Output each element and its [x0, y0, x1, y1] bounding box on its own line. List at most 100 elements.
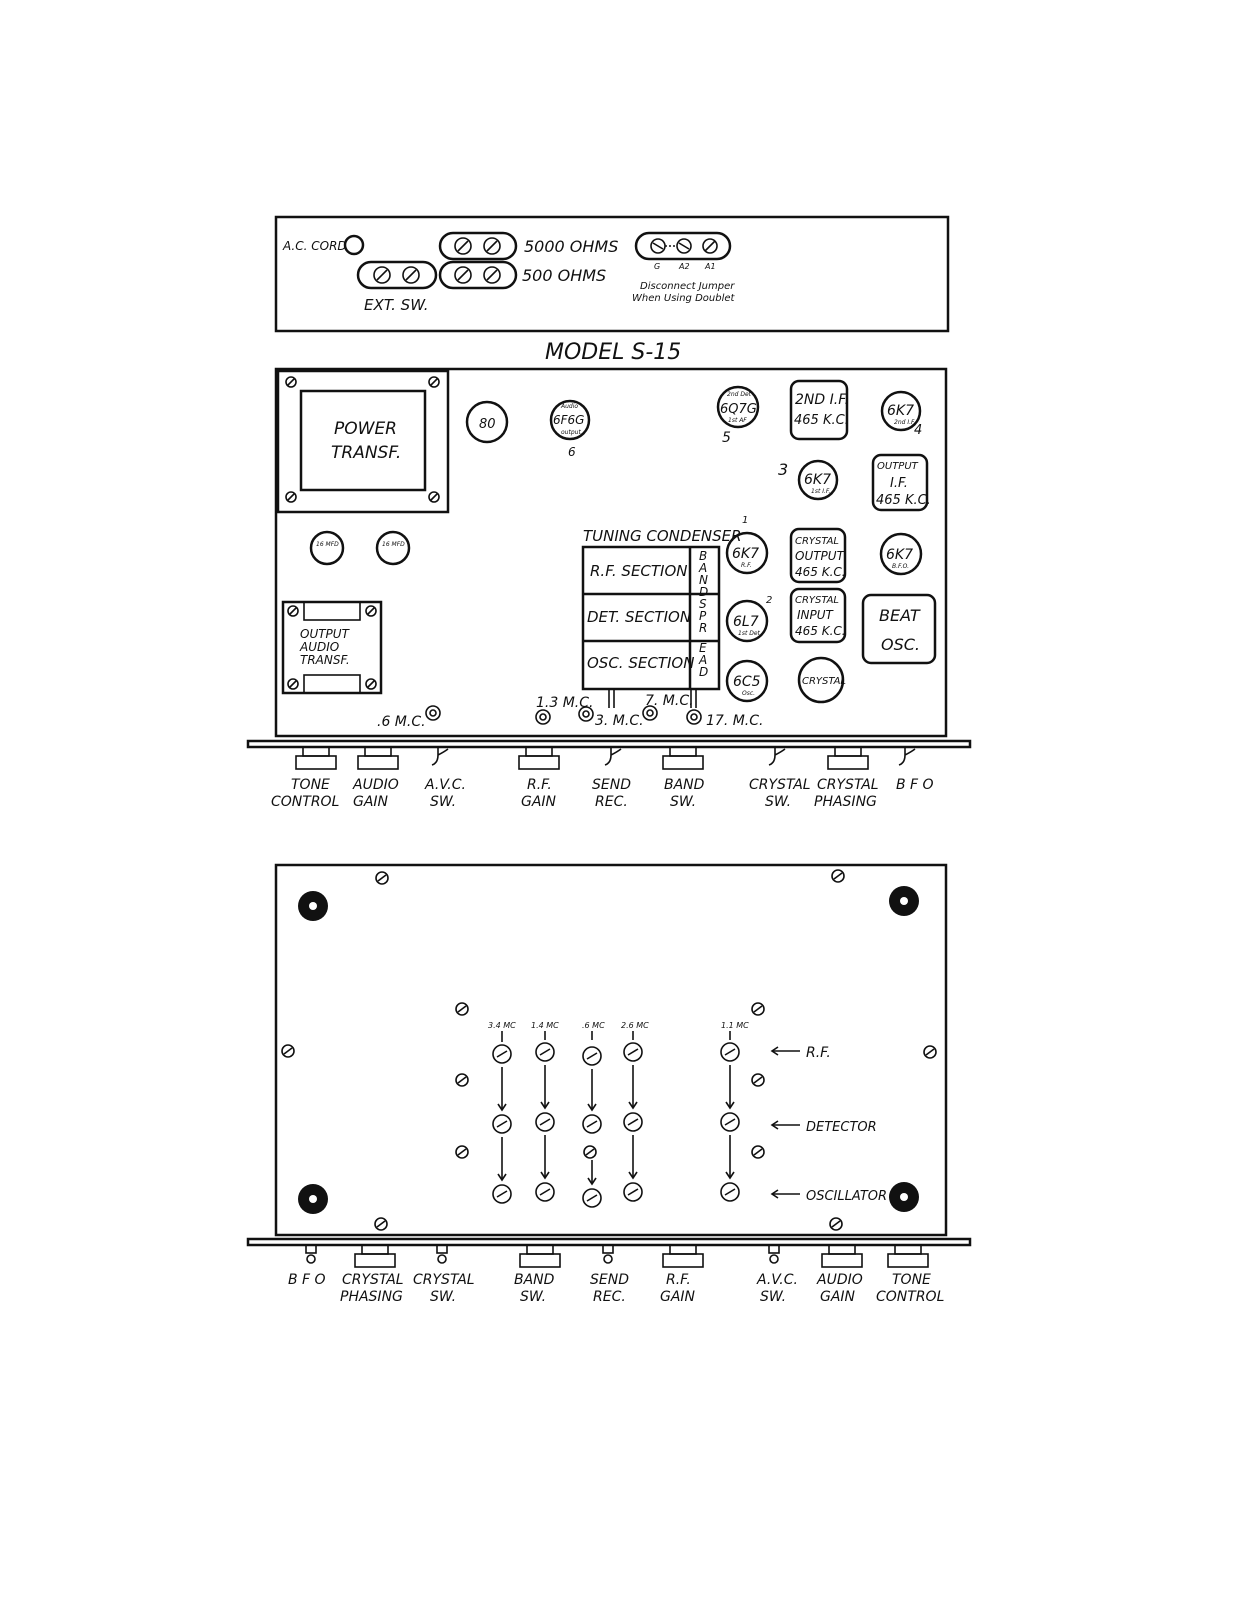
control-label: REC.	[593, 1289, 626, 1305]
detector-tube-sub-top: 2nd Det	[727, 391, 752, 398]
column-label-3-4mc: 3.4 MC	[488, 1021, 516, 1030]
knob	[519, 1244, 561, 1268]
rf-tube-sub: R.F.	[741, 562, 752, 569]
ohms-5000-label: 5000 OHMS	[524, 237, 618, 256]
detector-tube-6q7g	[716, 385, 760, 429]
osc-tube-6c5	[725, 659, 769, 703]
control-label: SW.	[765, 794, 791, 810]
power-transformer-label-1: POWER	[334, 419, 397, 439]
band-spread-letter: B	[699, 549, 707, 563]
control-label: SW.	[430, 794, 456, 810]
det-section-label: DET. SECTION	[587, 608, 691, 626]
rear-panel: A.C. CORD 5000 OHMS 500 OHMS EXT. SW.	[274, 215, 950, 333]
control-label: TONE	[291, 777, 330, 793]
control-label: AUDIO	[816, 1272, 863, 1288]
first-det-tube-sub: 1st Det	[738, 630, 761, 637]
filter-cap-1	[309, 530, 345, 566]
band-spread-letter: A	[698, 561, 707, 575]
audio-output-tube-note: 6	[568, 445, 576, 459]
control-label: CRYSTAL	[413, 1272, 475, 1288]
control-label: CRYSTAL	[342, 1272, 404, 1288]
filter-cap-2	[375, 530, 411, 566]
audio-output-tube-sub-bottom: output	[561, 429, 581, 436]
knob	[518, 746, 560, 770]
control-label: GAIN	[820, 1289, 856, 1305]
second-if-tube-type: 6K7	[887, 403, 914, 419]
second-if-tube-sub: 2nd I.F.	[894, 419, 916, 426]
antenna-terminal-g: G	[654, 262, 660, 271]
rf-tube-6k7	[725, 531, 769, 575]
crystal-output-transformer	[789, 527, 847, 584]
control-label: GAIN	[521, 794, 557, 810]
first-if-tube-6k7	[797, 459, 839, 501]
band-spread-letter: P	[699, 609, 707, 623]
trimmer-label-0-6mc: .6 M.C.	[377, 714, 426, 730]
bfo-tube-sub: B.F.O.	[892, 563, 909, 570]
row-label-oscillator: OSCILLATOR	[806, 1189, 887, 1204]
band-spread-letter: E	[699, 641, 707, 655]
column-label-1-4mc: 1.4 MC	[531, 1021, 559, 1030]
second-if-tube-6k7	[880, 390, 922, 432]
detector-tube-type: 6Q7G	[720, 402, 757, 417]
control-label: A.V.C.	[756, 1272, 798, 1288]
band-spread-letter: D	[699, 665, 708, 679]
control-label: PHASING	[814, 794, 877, 810]
control-label: SW.	[760, 1289, 786, 1305]
first-det-tube-note: 2	[766, 595, 772, 606]
toggle-switch	[898, 747, 916, 766]
row-label-rf: R.F.	[806, 1045, 831, 1061]
trimmer-label-3mc: 3. M.C.	[595, 713, 644, 729]
crystal-output-label-1: CRYSTAL	[795, 536, 839, 547]
control-label: BAND	[514, 1272, 555, 1288]
audio-output-tube-type: 6F6G	[553, 413, 584, 427]
antenna-terminal-strip	[634, 231, 732, 261]
power-transformer	[299, 389, 427, 492]
output-if-transformer	[871, 453, 929, 512]
control-label: CRYSTAL	[749, 777, 811, 793]
control-label: SW.	[670, 794, 696, 810]
output-if-transformer-label-2: I.F.	[890, 476, 908, 491]
control-label: PHASING	[340, 1289, 403, 1305]
row-arrows	[770, 1046, 800, 1199]
control-label: R.F.	[666, 1272, 691, 1288]
control-label: TONE	[892, 1272, 931, 1288]
control-label: A.V.C.	[424, 777, 466, 793]
rf-tube-note: 1	[742, 515, 748, 526]
toggle-switch	[768, 1244, 780, 1264]
knob	[662, 1244, 704, 1268]
osc-tube-type: 6C5	[733, 674, 761, 690]
beat-osc-label-1: BEAT	[879, 606, 921, 625]
front-controls-top	[295, 746, 916, 770]
ac-cord-grommet	[343, 234, 365, 256]
audio-output-tube-6f6g	[549, 399, 591, 441]
terminal-strip-ext-sw	[356, 260, 438, 290]
detector-tube-note: 5	[722, 430, 731, 446]
filter-cap-1-label: 16 MFD	[316, 541, 339, 548]
ohms-500-label: 500 OHMS	[522, 266, 606, 285]
first-if-tube-type: 6K7	[804, 472, 831, 488]
control-label: B F O	[896, 777, 934, 793]
crystal-input-label-3: 465 K.C.	[795, 624, 846, 638]
jumper-note-line2: When Using Doublet	[632, 293, 736, 304]
rectifier-tube-label: 80	[479, 417, 496, 432]
ext-sw-label: EXT. SW.	[364, 296, 429, 314]
front-control-labels-top: TONE CONTROL AUDIO GAIN A.V.C. SW. R.F. …	[271, 777, 934, 810]
knob	[354, 1244, 396, 1268]
output-audio-transformer-label-1: OUTPUT	[300, 627, 351, 641]
toggle-switch	[431, 747, 449, 766]
audio-output-tube-sub-top: Audio	[560, 403, 578, 410]
filter-cap-2-label: 16 MFD	[382, 541, 405, 548]
toggle-switch	[602, 1244, 614, 1264]
antenna-terminal-a1: A1	[704, 262, 716, 271]
rf-section-label: R.F. SECTION	[590, 562, 688, 580]
top-view-chassis: POWER TRANSF. 80 Audio 6F6G output 6 2nd…	[274, 367, 948, 738]
terminal-strip-500	[438, 260, 518, 290]
trimmer-label-1-3mc: 1.3 M.C.	[536, 695, 593, 711]
output-audio-transformer-label-3: TRANSF.	[300, 653, 350, 667]
knob	[295, 746, 337, 770]
front-control-labels-bottom: B F O CRYSTAL PHASING CRYSTAL SW. BAND S…	[288, 1272, 944, 1305]
bfo-tube-type: 6K7	[886, 547, 913, 563]
first-if-tube-sub: 1st I.F.	[811, 488, 831, 495]
crystal-output-label-3: 465 K.C.	[795, 565, 846, 579]
crystal	[797, 656, 845, 704]
